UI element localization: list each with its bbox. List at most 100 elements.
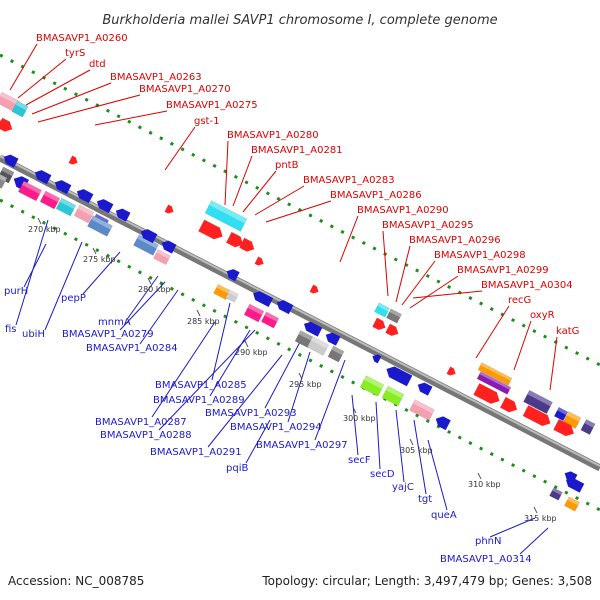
reverse-gene-label-10: BMASAVP1_A0288 — [100, 430, 192, 441]
gene-feature-62 — [381, 385, 405, 407]
gene-block-shine — [385, 386, 404, 399]
gene-feature-67 — [549, 487, 563, 501]
gene-block-shine — [377, 302, 390, 312]
gene-feature-20 — [522, 405, 551, 427]
gene-feature-17 — [553, 406, 569, 422]
gene-arrow-reverse — [76, 189, 94, 204]
gene-arrow-forward — [385, 323, 399, 336]
gene-block — [327, 345, 345, 363]
gene-block — [477, 362, 513, 386]
label-leader-lines — [9, 43, 558, 555]
gene-arrow-reverse — [304, 321, 323, 337]
forward-leader-line — [25, 69, 91, 106]
forward-gene-label-20: katG — [556, 326, 579, 337]
gene-block — [553, 406, 569, 422]
gene-block-shine — [156, 249, 171, 259]
forward-gene-label-8: BMASAVP1_A0281 — [251, 145, 343, 156]
reverse-leader-line — [151, 321, 216, 418]
reverse-leader-line — [427, 439, 448, 511]
reverse-gene-label-17: secD — [370, 469, 395, 480]
reverse-leader-line — [375, 401, 381, 470]
gene-arrow-reverse — [566, 477, 585, 493]
gene-feature-2 — [0, 117, 13, 132]
gene-feature-14 — [473, 383, 500, 404]
tick-mark — [352, 406, 357, 414]
gene-arrow-forward — [164, 204, 174, 214]
gene-block-shine — [479, 371, 511, 390]
tick-mark — [147, 277, 152, 285]
gene-arrow-reverse — [435, 416, 451, 431]
gene-block-shine — [247, 303, 264, 316]
gene-feature-13 — [476, 371, 512, 395]
gene-block — [476, 371, 512, 395]
reverse-leader-line — [207, 354, 283, 448]
gene-arrow-forward — [553, 419, 574, 437]
gene-feature-11 — [385, 323, 399, 336]
reverse-gene-label-9: BMASAVP1_A0287 — [95, 417, 187, 428]
forward-leader-line — [382, 230, 389, 297]
reverse-gene-label-1: fis — [5, 324, 17, 335]
reverse-gene-label-12: BMASAVP1_A0294 — [230, 422, 322, 433]
gene-block — [18, 180, 42, 202]
gene-block-shine — [264, 311, 279, 322]
gene-feature-68 — [564, 496, 580, 512]
forward-leader-line — [395, 245, 411, 303]
reverse-leader-line — [209, 329, 251, 397]
forward-gene-label-5: BMASAVP1_A0275 — [166, 100, 258, 111]
gene-block — [73, 204, 95, 224]
gene-feature-63 — [409, 399, 435, 421]
gene-block-shine — [1, 166, 15, 177]
gene-block — [204, 200, 248, 232]
tick-mark — [409, 438, 414, 446]
reverse-gene-label-0: purH — [4, 286, 28, 297]
gene-block-shine — [527, 390, 553, 407]
gene-block — [359, 375, 385, 397]
gene-block-shine — [298, 330, 313, 341]
gene-feature-58 — [372, 354, 382, 364]
gene-arrow-forward — [522, 405, 551, 427]
gene-feature-52 — [260, 311, 280, 329]
gene-block-shine — [364, 375, 384, 389]
reverse-leader-line — [264, 341, 301, 409]
gene-feature-1 — [11, 100, 29, 118]
gene-features — [0, 91, 596, 512]
forward-gene-label-2: dtd — [89, 59, 106, 70]
reverse-leader-line — [489, 517, 536, 538]
gene-feature-9 — [386, 308, 402, 324]
gene-feature-41 — [87, 215, 113, 237]
forward-gene-label-16: BMASAVP1_A0299 — [457, 265, 549, 276]
forward-leader-line — [9, 43, 38, 91]
forward-gene-label-0: BMASAVP1_A0260 — [36, 33, 128, 44]
gene-block — [243, 303, 265, 323]
reverse-gene-label-6: BMASAVP1_A0284 — [86, 343, 178, 354]
tick-label-5: 295 kbp — [289, 380, 322, 389]
forward-gene-label-18: recG — [508, 295, 531, 306]
gene-block — [39, 190, 61, 210]
reverse-leader-line — [287, 351, 311, 423]
reverse-gene-label-14: BMASAVP1_A0297 — [256, 440, 348, 451]
forward-gene-label-6: gst-1 — [194, 116, 219, 127]
backbone-highlight — [0, 155, 600, 467]
gene-arrow-forward — [239, 237, 255, 252]
gene-feature-45 — [161, 240, 177, 254]
gene-block — [564, 496, 580, 512]
gene-feature-30 — [34, 170, 52, 185]
tick-label-1: 275 kbp — [83, 255, 116, 264]
reverse-gene-label-2: ubiH — [22, 329, 45, 340]
gene-arrow-reverse — [386, 366, 413, 387]
reverse-gene-label-4: mnmA — [98, 317, 131, 328]
gene-arrow-forward — [68, 155, 78, 165]
gene-block-shine — [480, 362, 512, 381]
forward-gene-label-15: BMASAVP1_A0298 — [434, 250, 526, 261]
gene-arrow-forward — [473, 383, 500, 404]
forward-gene-label-4: BMASAVP1_A0270 — [139, 84, 231, 95]
forward-gene-label-17: BMASAVP1_A0304 — [481, 280, 573, 291]
reverse-leader-line — [245, 419, 271, 464]
gene-block-shine — [0, 92, 20, 105]
tick-mark — [244, 340, 249, 348]
forward-leader-line — [164, 126, 196, 171]
forward-gene-labels: BMASAVP1_A0260tyrSdtdBMASAVP1_A0263BMASA… — [36, 33, 579, 337]
forward-leader-line — [224, 140, 229, 206]
reverse-leader-line — [127, 275, 159, 319]
